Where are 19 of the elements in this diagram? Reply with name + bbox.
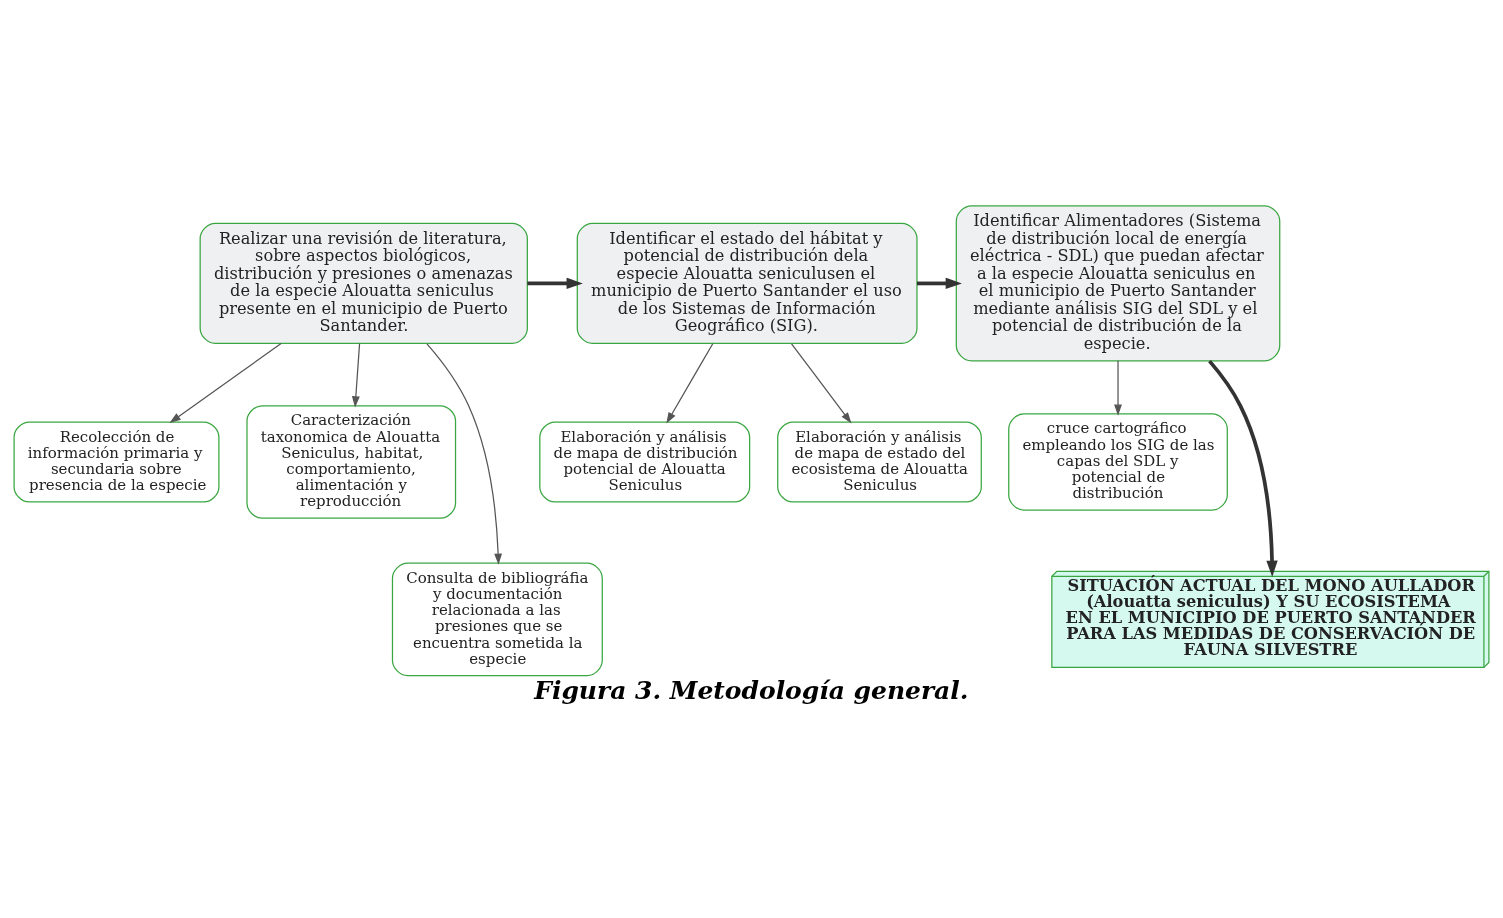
arrow: [351, 342, 361, 408]
arrow: [1208, 359, 1278, 577]
node-box: Realizar una revisión de literatura, sobre aspectos biológicos, distribución y presiones o amenazas de la especie Alouatta seniculus presente en el municipio de Puerto Santander.: [199, 222, 528, 344]
arrow: [790, 342, 852, 423]
node-box: Identificar Alimentadores (Sistema de distribución local de energía eléctrica - SDL) que puedan afectar a la especie Alouatta seniculus en el municipio de Puerto Santander mediante análisis SIG del SDL y el potencial de distribución de la especie.: [955, 204, 1281, 361]
node-box: Elaboración y análisis de mapa de estado del ecosistema de Alouatta Seniculus: [777, 420, 982, 503]
arrow: [666, 342, 714, 424]
node-box: Elaboración y análisis de mapa de distribución potencial de Alouatta Seniculus: [539, 420, 751, 503]
arrow: [1114, 359, 1122, 416]
arrow: [169, 342, 282, 423]
node-box: cruce cartográfico empleando los SIG de las capas del SDL y potencial de distribución: [1008, 412, 1228, 511]
arrow: [527, 277, 583, 289]
node-box: Identificar el estado del hábitat y potencial de distribución dela especie Alouatta seniculusen el municipio de Puerto Santander el uso de los Sistemas de Información Geográfico (SIG).: [576, 222, 918, 344]
arrow: [917, 277, 962, 289]
caption: Figura 3. Metodología general.: [534, 675, 969, 705]
node-box: Recolección de información primaria y secundaria sobre presencia de la especie: [13, 420, 220, 503]
node-box: Consulta de bibliográfia y documentación relacionada a las presiones que se encuentra sometida la especie: [391, 562, 603, 676]
arrow: [426, 342, 503, 565]
node-box: Caracterización taxonomica de Alouatta Seniculus, habitat, comportamiento, alimentación y reproducción: [246, 404, 457, 519]
